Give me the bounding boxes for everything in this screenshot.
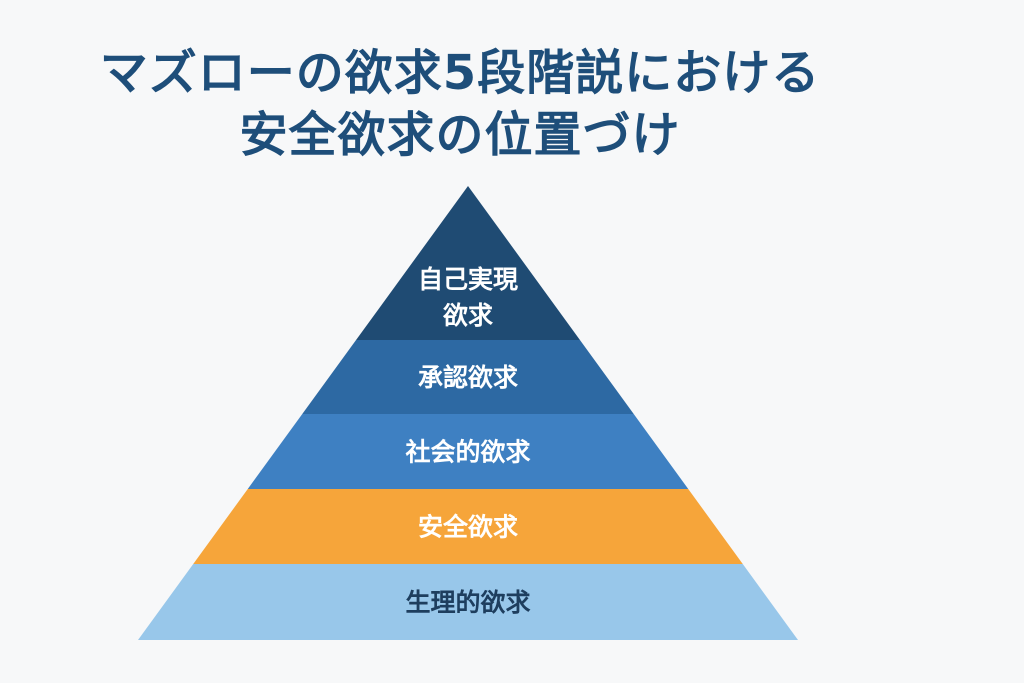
pyramid-level-social: [247, 414, 689, 489]
title-line-1: マズローの欲求5段階説における: [99, 45, 821, 101]
pyramid-level-safety: [193, 489, 743, 564]
page-title: マズローの欲求5段階説における 安全欲求の位置づけ: [0, 42, 920, 166]
pyramid-level-label-social: 社会的欲求: [405, 438, 530, 467]
pyramid-level-esteem: [302, 340, 634, 414]
pyramid-level-label-physiological: 生理的欲求: [405, 588, 530, 617]
pyramid-level-label-safety: 安全欲求: [418, 513, 518, 542]
pyramid-level-label-self-actualization-2: 欲求: [442, 301, 493, 330]
title-line-2: 安全欲求の位置づけ: [239, 107, 681, 163]
pyramid-level-physiological: [138, 564, 798, 640]
pyramid-level-label-self-actualization-1: 自己実現: [418, 265, 518, 294]
pyramid-level-label-esteem: 承認欲求: [418, 363, 518, 392]
pyramid-level-self-actualization: [356, 186, 580, 340]
